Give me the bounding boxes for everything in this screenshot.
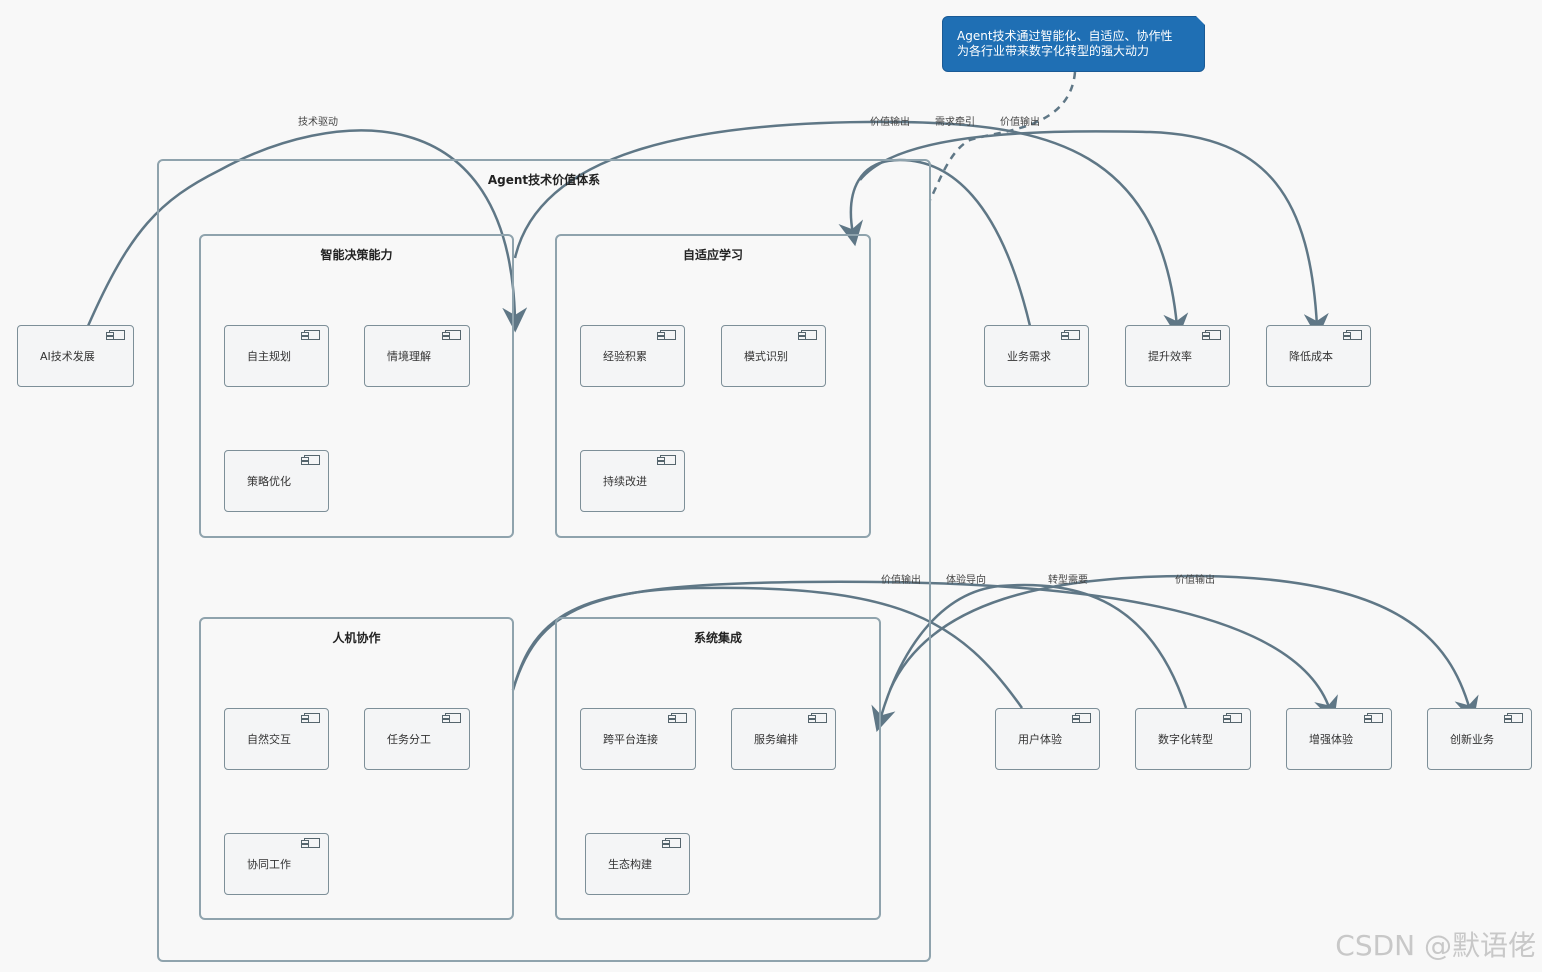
component-label: 创新业务	[1450, 733, 1494, 746]
component-continuous-improvement[interactable]: 持续改进	[580, 450, 685, 512]
edge-label-value-out: 价值输出	[1000, 117, 1040, 128]
component-efficiency[interactable]: 提升效率	[1125, 325, 1230, 387]
component-label: 协同工作	[247, 858, 291, 871]
component-label: 增强体验	[1309, 733, 1353, 746]
edge-label-tech-drive: 技术驱动	[298, 117, 338, 128]
note-line: Agent技术通过智能化、自适应、协作性	[957, 29, 1173, 43]
component-label: 生态构建	[608, 858, 652, 871]
edge-tech-drive	[86, 129, 528, 333]
component-cost-reduction[interactable]: 降低成本	[1266, 325, 1371, 387]
component-business-demand[interactable]: 业务需求	[984, 325, 1089, 387]
component-icon	[301, 713, 320, 723]
component-label: 情境理解	[387, 350, 431, 363]
package-title: 自适应学习	[682, 248, 743, 262]
component-icon	[798, 330, 817, 340]
component-label: 跨平台连接	[603, 733, 658, 746]
component-innovate-business[interactable]: 创新业务	[1427, 708, 1532, 770]
component-context-understanding[interactable]: 情境理解	[364, 325, 470, 387]
package-title: 系统集成	[693, 631, 742, 645]
summary-note: Agent技术通过智能化、自适应、协作性 为各行业带来数字化转型的强大动力	[942, 16, 1205, 72]
component-label: 提升效率	[1148, 350, 1192, 363]
edge-decision-efficiency	[513, 120, 1189, 339]
component-label: 策略优化	[247, 475, 291, 488]
component-icon	[668, 713, 687, 723]
component-collaborative-work[interactable]: 协同工作	[224, 833, 329, 895]
component-icon	[657, 455, 676, 465]
component-icon	[301, 838, 320, 848]
watermark: CSDN @默语佬	[1335, 929, 1536, 962]
component-enhance-experience[interactable]: 增强体验	[1286, 708, 1392, 770]
component-label: 自然交互	[247, 733, 291, 746]
component-digital-transformation[interactable]: 数字化转型	[1135, 708, 1251, 770]
component-strategy-optimization[interactable]: 策略优化	[224, 450, 329, 512]
component-label: 经验积累	[603, 350, 647, 363]
package-title: 智能决策能力	[320, 248, 393, 262]
package-collab: 人机协作	[199, 617, 514, 920]
component-experience[interactable]: 经验积累	[580, 325, 685, 387]
component-icon	[106, 330, 125, 340]
component-ai-development[interactable]: AI技术发展	[17, 325, 134, 387]
edge-integration-innovate	[888, 574, 1479, 723]
system-frame: Agent技术价值体系	[157, 159, 931, 962]
edge-label-value-out: 价值输出	[1175, 575, 1215, 586]
component-icon	[442, 330, 461, 340]
note-connector	[928, 71, 1077, 201]
edge-demand-learning	[838, 158, 1032, 327]
component-icon	[1061, 330, 1080, 340]
edge-label-value-out: 价值输出	[881, 575, 921, 586]
edge-label-demand-pull: 需求牵引	[935, 117, 975, 128]
component-service-orchestration[interactable]: 服务编排	[731, 708, 836, 770]
component-pattern-recognition[interactable]: 模式识别	[721, 325, 826, 387]
component-icon	[1223, 713, 1242, 723]
component-natural-interaction[interactable]: 自然交互	[224, 708, 329, 770]
component-icon	[301, 455, 320, 465]
edge-label-experience-orient: 体验导向	[946, 575, 986, 586]
component-label: 降低成本	[1289, 350, 1333, 363]
package-decision: 智能决策能力	[199, 234, 514, 538]
component-icon	[1343, 330, 1362, 340]
package-learning: 自适应学习	[555, 234, 871, 538]
component-label: 自主规划	[247, 350, 291, 363]
component-task-division[interactable]: 任务分工	[364, 708, 470, 770]
component-label: 模式识别	[744, 350, 788, 363]
package-title: 人机协作	[332, 631, 381, 645]
package-integration: 系统集成	[555, 617, 881, 920]
component-icon	[1202, 330, 1221, 340]
note-line: 为各行业带来数字化转型的强大动力	[957, 44, 1150, 58]
component-cross-platform[interactable]: 跨平台连接	[580, 708, 696, 770]
system-title: Agent技术价值体系	[487, 173, 601, 187]
component-icon	[657, 330, 676, 340]
edge-ux-collab	[511, 586, 1024, 709]
component-icon	[1072, 713, 1091, 723]
component-icon	[1504, 713, 1523, 723]
component-user-experience[interactable]: 用户体验	[995, 708, 1100, 770]
component-label: 任务分工	[387, 733, 431, 746]
edge-learning-cost	[859, 130, 1329, 339]
component-label: 数字化转型	[1158, 733, 1213, 746]
component-icon	[662, 838, 681, 848]
edge-label-transform-need: 转型需要	[1048, 575, 1088, 586]
edge-label-value-out: 价值输出	[870, 117, 910, 128]
component-icon	[808, 713, 827, 723]
component-icon	[1364, 713, 1383, 723]
edge-digital-integration	[871, 583, 1188, 733]
component-label: 用户体验	[1018, 733, 1062, 746]
component-autonomous-planning[interactable]: 自主规划	[224, 325, 329, 387]
component-label: 业务需求	[1007, 350, 1051, 363]
component-label: 持续改进	[603, 475, 647, 488]
component-label: 服务编排	[754, 733, 798, 746]
component-icon	[442, 713, 461, 723]
component-icon	[301, 330, 320, 340]
component-label: AI技术发展	[40, 350, 95, 363]
component-ecosystem[interactable]: 生态构建	[585, 833, 690, 895]
